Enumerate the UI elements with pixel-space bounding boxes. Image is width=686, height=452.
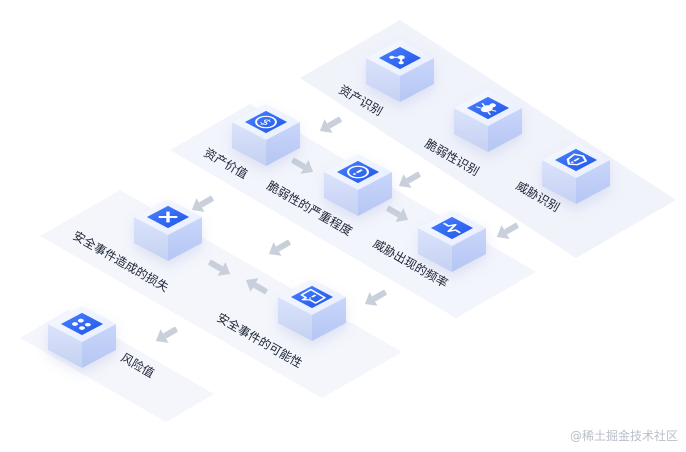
cube-left-face <box>232 122 266 166</box>
cube-threat-identification <box>542 142 610 204</box>
arrow-severity-to-frequency <box>386 205 409 222</box>
close-icon <box>158 211 178 223</box>
arrow-severity-to-likelihood <box>268 239 291 256</box>
network-node-icon <box>389 55 405 65</box>
cube-right-face <box>358 172 392 216</box>
cube-nodes: $ <box>48 40 610 368</box>
arrow-asset-to-value <box>319 116 342 133</box>
cube-right-face <box>400 58 434 102</box>
cube-left-face <box>278 297 312 341</box>
cube-left-face <box>134 217 168 261</box>
arrow-loss-to-likelihood <box>208 259 231 276</box>
bug-icon <box>475 103 497 115</box>
cube-right-face <box>576 160 610 204</box>
cube-right-face <box>82 324 116 368</box>
arrow-loss-to-risk <box>155 326 178 343</box>
cube-right-face <box>168 217 202 261</box>
cube-right-face <box>488 108 522 152</box>
cube-glyph <box>158 211 178 223</box>
cube-glyph <box>300 288 326 304</box>
cube-icon-tile <box>60 312 104 336</box>
dollar-icon: $ <box>255 115 277 129</box>
cube-asset-value: $ <box>232 104 300 166</box>
exclamation-icon <box>347 165 369 179</box>
arrow-frequency-to-likelihood <box>364 289 387 306</box>
arrow-likelihood-to-loss <box>245 278 268 295</box>
cube-left-face <box>418 228 452 272</box>
cube-risk-value <box>48 306 116 368</box>
watermark: @稀土掘金技术社区 <box>569 429 678 443</box>
cube-glyph <box>475 103 497 115</box>
cube-left-face <box>454 108 488 152</box>
cube-left-face <box>542 160 576 204</box>
panel-evaluation <box>40 190 402 398</box>
pulse-icon <box>442 222 462 234</box>
cube-glyph <box>389 55 405 65</box>
cube-icon-tile <box>244 110 288 134</box>
cube-left-face <box>366 58 400 102</box>
warning-message-icon <box>300 288 326 304</box>
cube-glyph <box>347 165 369 179</box>
cube-right-face <box>312 297 346 341</box>
cube-glyph <box>72 318 91 330</box>
cube-asset-identification <box>366 40 434 102</box>
svg-text:$: $ <box>256 117 275 128</box>
cube-glyph <box>566 153 588 166</box>
cube-left-face <box>324 172 358 216</box>
cube-incident-likelihood <box>278 279 346 341</box>
cube-icon-tile <box>290 285 334 309</box>
shield-warning-icon <box>566 153 588 166</box>
cube-left-face <box>48 324 82 368</box>
arrow-value-to-severity <box>291 157 314 174</box>
arrow-value-to-loss <box>191 195 214 212</box>
cube-right-face <box>452 228 486 272</box>
cube-right-face <box>266 122 300 166</box>
cube-incident-loss <box>134 199 202 261</box>
dots-icon <box>72 318 91 330</box>
cube-glyph: $ <box>255 115 277 129</box>
arrow-threat-to-frequency <box>496 222 519 239</box>
cube-glyph <box>442 222 462 234</box>
cube-vulnerability-identification <box>454 90 522 152</box>
arrow-vuln-to-severity <box>398 171 421 188</box>
arrows <box>155 116 519 343</box>
cube-vulnerability-severity <box>324 154 392 216</box>
cube-threat-frequency <box>418 210 486 272</box>
